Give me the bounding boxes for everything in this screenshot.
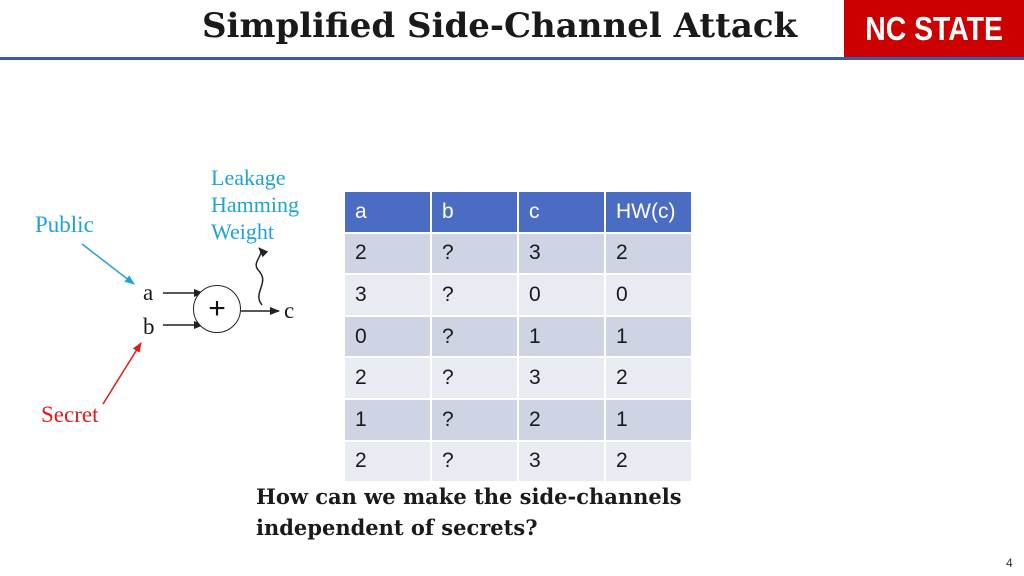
cell-hw: 0 <box>604 273 693 317</box>
slide-title: Simplified Side-Channel Attack <box>202 6 798 46</box>
header-c: c <box>517 190 606 234</box>
adder-node: + <box>193 285 241 333</box>
page-number: 4 <box>1006 556 1013 570</box>
leakage-wavy-arrow <box>255 247 269 306</box>
cell-b: ? <box>430 273 519 317</box>
leakage-label: Leakage Hamming Weight <box>211 165 299 244</box>
cell-b: ? <box>430 397 519 442</box>
cell-c: 1 <box>517 314 606 359</box>
table-row: 3 ? 0 0 <box>343 273 693 317</box>
cell-c: 3 <box>517 231 606 276</box>
header-b: b <box>430 190 519 234</box>
public-label: Public <box>35 212 94 237</box>
table-row: 2 ? 3 2 <box>343 356 693 400</box>
cell-hw: 1 <box>604 314 693 359</box>
nc-state-logo: NC STATE <box>844 0 1024 58</box>
cell-c: 2 <box>517 397 606 442</box>
cell-c: 3 <box>517 356 606 400</box>
input-b-label: b <box>143 314 155 339</box>
cell-b: ? <box>430 231 519 276</box>
cell-a: 2 <box>343 439 432 484</box>
header-a: a <box>343 190 432 234</box>
logo-text: NC STATE <box>865 10 1003 47</box>
cell-c: 0 <box>517 273 606 317</box>
header-hw: HW(c) <box>604 190 693 234</box>
table-row: 2 ? 3 2 <box>343 231 693 276</box>
table-row: 1 ? 2 1 <box>343 397 693 442</box>
table-row: 0 ? 1 1 <box>343 314 693 359</box>
cell-b: ? <box>430 439 519 484</box>
cell-hw: 2 <box>604 439 693 484</box>
cell-hw: 2 <box>604 356 693 400</box>
cell-hw: 2 <box>604 231 693 276</box>
cell-b: ? <box>430 356 519 400</box>
cell-a: 3 <box>343 273 432 317</box>
cell-c: 3 <box>517 439 606 484</box>
cell-a: 0 <box>343 314 432 359</box>
table-row: 2 ? 3 2 <box>343 439 693 484</box>
cell-hw: 1 <box>604 397 693 442</box>
input-a-label: a <box>143 280 154 305</box>
public-arrow <box>81 243 135 285</box>
hamming-weight-table: a b c HW(c) 2 ? 3 2 3 ? 0 0 0 ? 1 1 2 ? … <box>343 190 693 484</box>
cell-a: 1 <box>343 397 432 442</box>
title-divider <box>0 57 1024 60</box>
secret-label: Secret <box>41 402 99 427</box>
cell-b: ? <box>430 314 519 359</box>
secret-arrow <box>102 342 142 405</box>
table-header-row: a b c HW(c) <box>343 190 693 234</box>
cell-a: 2 <box>343 231 432 276</box>
output-c-label: c <box>284 298 295 323</box>
cell-a: 2 <box>343 356 432 400</box>
question-text: How can we make the side-channels indepe… <box>256 484 682 540</box>
